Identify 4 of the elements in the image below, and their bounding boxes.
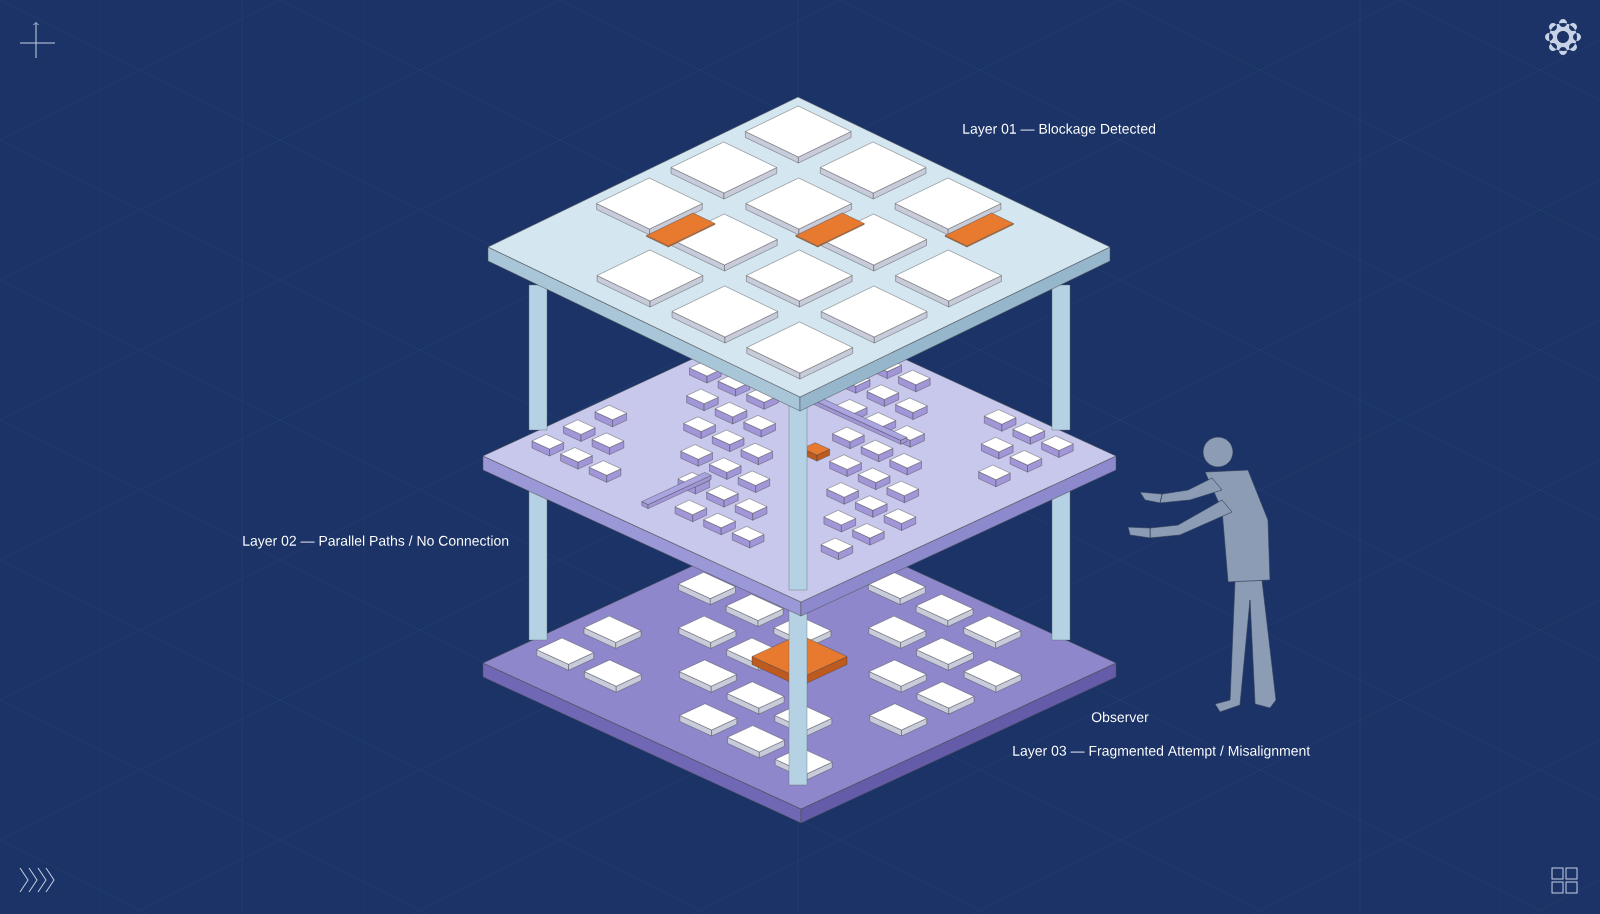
layer-caption: Layer 02 — Parallel Paths / No Connection	[243, 535, 509, 549]
layer-caption: Layer 01 — Blockage Detected	[963, 123, 1156, 137]
layer-caption: Observer	[1091, 711, 1149, 723]
layer-caption: Layer 03 — Fragmented Attempt / Misalignment	[1013, 745, 1311, 759]
